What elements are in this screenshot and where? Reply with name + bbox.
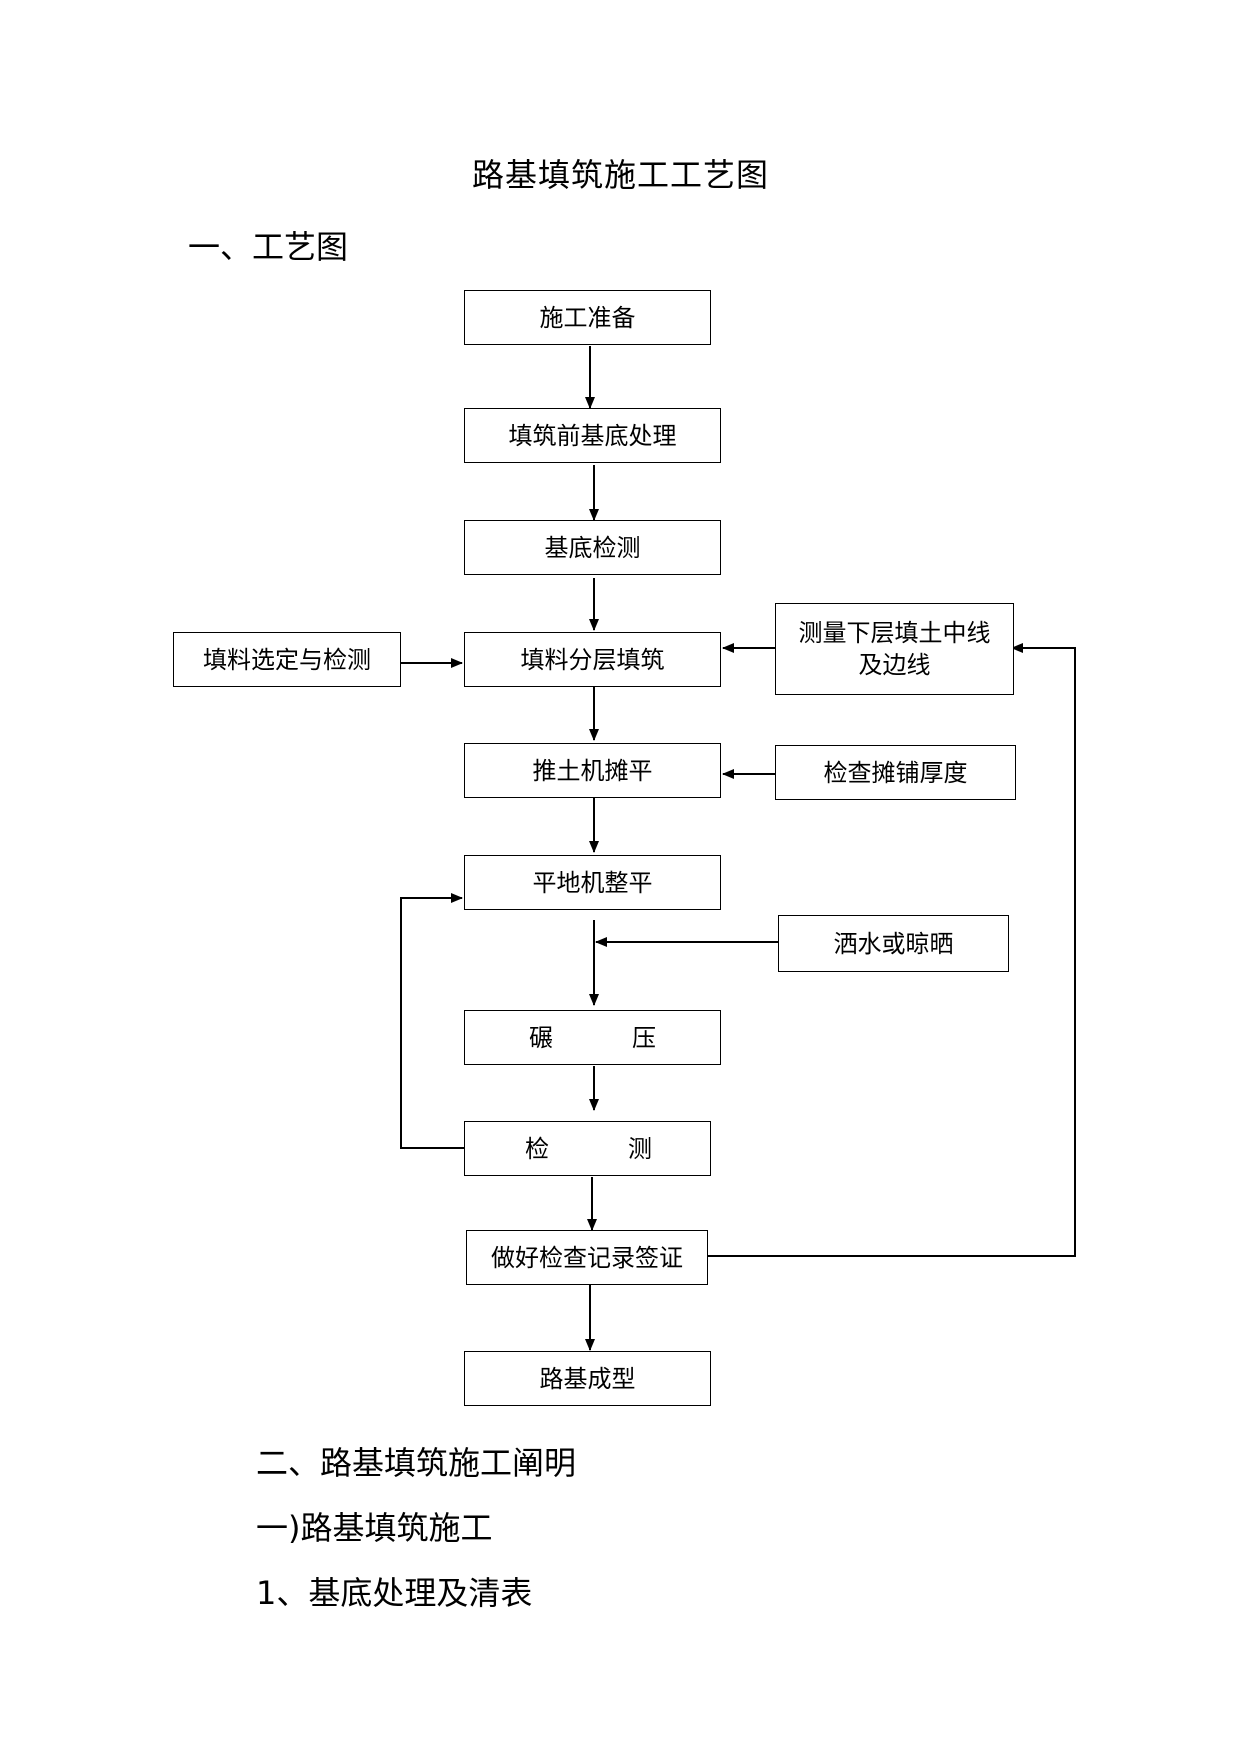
- step-check-thickness: 检查摊铺厚度: [775, 745, 1016, 800]
- step-compact: 碾 压: [464, 1010, 721, 1065]
- survey-line-2: 及边线: [858, 651, 931, 679]
- step-fill-layer: 填料分层填筑: [464, 632, 721, 687]
- test-char-2: 测: [628, 1134, 652, 1163]
- step-water: 洒水或晾晒: [778, 915, 1009, 972]
- step-record: 做好检查记录签证: [466, 1230, 708, 1285]
- step-survey: 测量下层填土中线 及边线: [775, 603, 1014, 695]
- step-grader: 平地机整平: [464, 855, 721, 910]
- step-base-test: 基底检测: [464, 520, 721, 575]
- loop-record-to-survey: [708, 643, 1076, 1257]
- loop-test-to-grader: [400, 893, 464, 1149]
- step-bulldozer: 推土机摊平: [464, 743, 721, 798]
- section-heading-process-chart: 一、工艺图: [188, 228, 349, 266]
- step-finish: 路基成型: [464, 1351, 711, 1406]
- subsection-heading: 一)路基填筑施工: [256, 1509, 493, 1547]
- step-material-select: 填料选定与检测: [173, 632, 401, 687]
- step-test: 检 测: [464, 1121, 711, 1176]
- page-title: 路基填筑施工工艺图: [471, 156, 769, 194]
- compact-char-2: 压: [632, 1023, 656, 1052]
- item-heading: 1、基底处理及清表: [256, 1574, 533, 1612]
- compact-char-1: 碾: [529, 1023, 553, 1052]
- test-char-1: 检: [525, 1134, 549, 1163]
- survey-line-1: 测量下层填土中线: [798, 619, 991, 647]
- step-base-treatment: 填筑前基底处理: [464, 408, 721, 463]
- step-prep: 施工准备: [464, 290, 711, 345]
- section-heading-explanation: 二、路基填筑施工阐明: [256, 1444, 577, 1482]
